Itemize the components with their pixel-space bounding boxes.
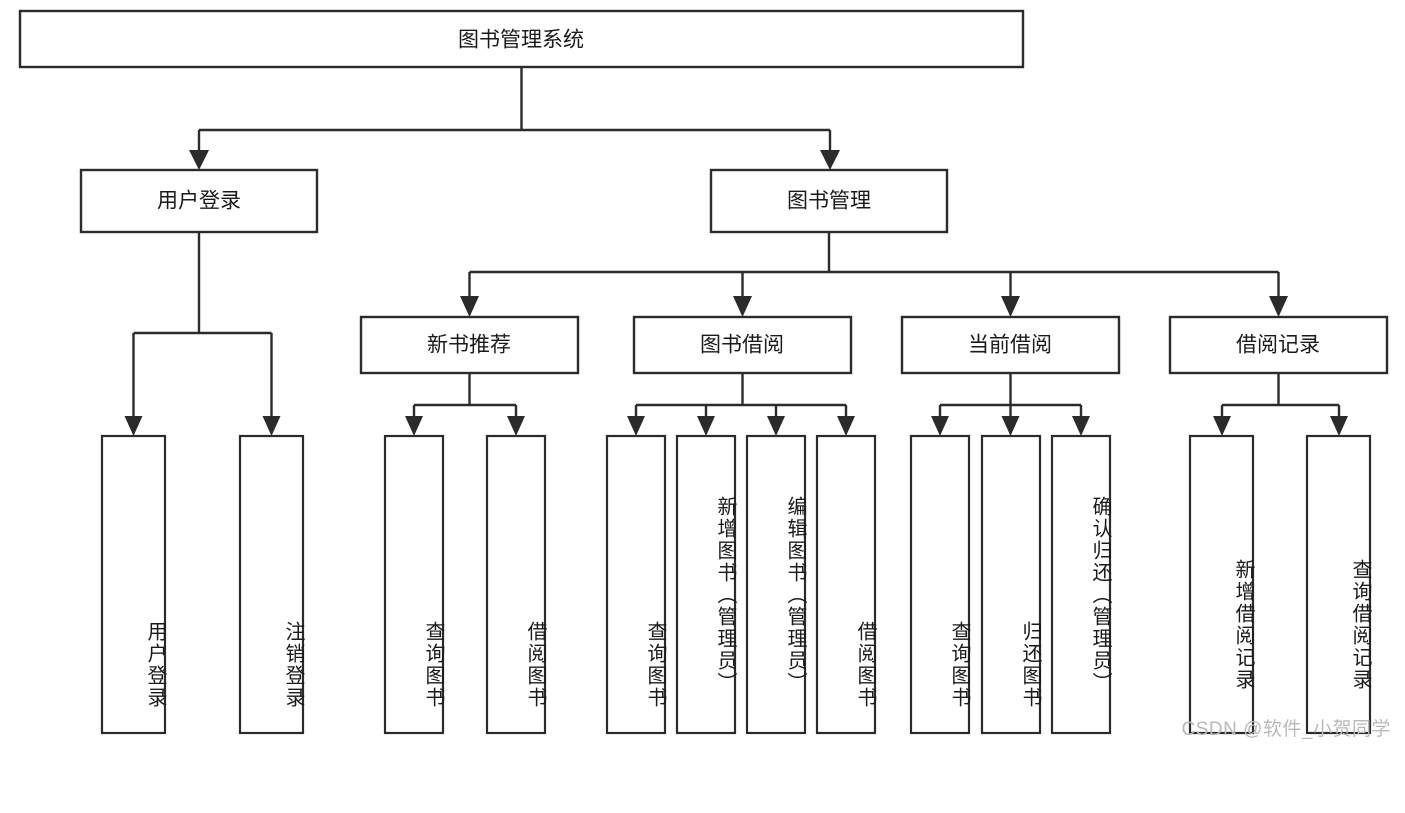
arrowhead-leaf-query-book-3	[931, 416, 949, 436]
hierarchy-diagram: 图书管理系统 用户登录 图书管理 新书推荐 图书借阅 当前借阅 借阅记录	[18, 9, 1391, 740]
node-book-management[interactable]: 图书管理	[709, 168, 949, 234]
leaf-box-return-book[interactable]	[980, 434, 1042, 735]
arrowhead-leaf-borrow-book-1	[507, 416, 525, 436]
arrowhead-leaf-edit-book	[767, 416, 785, 436]
arrowhead-book-management	[820, 150, 840, 170]
leaf-box-add-book[interactable]	[675, 434, 737, 735]
node-label-book-borrow: 图书借阅	[700, 334, 784, 357]
node-label-borrow-record: 借阅记录	[1236, 334, 1320, 357]
leaf-box-borrow-book-2[interactable]	[815, 434, 877, 735]
node-box-new-book-recommend[interactable]	[359, 315, 580, 375]
node-box-user-login[interactable]	[79, 168, 319, 234]
leaf-box-query-book-1[interactable]	[383, 434, 445, 735]
node-user-login[interactable]: 用户登录	[79, 168, 319, 234]
tree-structure-svg: 图书管理系统 用户登录 图书管理 新书推荐 图书借阅 当前借阅 借阅记录	[18, 9, 1389, 735]
leaf-box-logout-login[interactable]	[238, 434, 305, 735]
node-label-current-borrow: 当前借阅	[968, 334, 1052, 357]
arrowhead-user-login	[189, 150, 209, 170]
node-book-borrow[interactable]: 图书借阅	[632, 315, 853, 375]
node-book-management-system[interactable]: 图书管理系统	[18, 9, 1025, 69]
arrowhead-leaf-confirm-return	[1072, 416, 1090, 436]
node-label-book-management: 图书管理	[787, 190, 871, 213]
csdn-watermark: CSDN @软件_小贺同学	[1181, 719, 1391, 740]
node-new-book-recommend[interactable]: 新书推荐	[359, 315, 580, 375]
arrowhead-leaf-query-book-2	[627, 416, 645, 436]
leaf-box-query-book-3[interactable]	[909, 434, 971, 735]
node-box-borrow-record[interactable]	[1168, 315, 1389, 375]
arrowhead-leaf-return-book	[1001, 416, 1020, 436]
leaf-box-add-record[interactable]	[1188, 434, 1255, 735]
arrowhead-leaf-add-record	[1213, 416, 1231, 436]
connector-group	[124, 67, 1348, 436]
arrowhead-leaf-borrow-book-2	[837, 416, 855, 436]
arrowhead-leaf-user-login	[124, 416, 143, 436]
leaf-box-edit-book[interactable]	[745, 434, 807, 735]
node-current-borrow[interactable]: 当前借阅	[900, 315, 1121, 375]
leaf-box-query-book-2[interactable]	[605, 434, 667, 735]
node-box-book-borrow[interactable]	[632, 315, 853, 375]
node-label-root: 图书管理系统	[458, 29, 584, 52]
arrowhead-borrow-record	[1269, 296, 1288, 317]
leaf-box-confirm-return[interactable]	[1050, 434, 1112, 735]
leaf-box-user-login[interactable]	[100, 434, 167, 735]
leaf-box-borrow-book-1[interactable]	[485, 434, 547, 735]
leaf-box-group	[100, 434, 1372, 735]
node-label-user-login: 用户登录	[157, 190, 241, 213]
node-box-current-borrow[interactable]	[900, 315, 1121, 375]
arrowhead-leaf-logout-login	[262, 416, 281, 436]
node-box-root[interactable]	[18, 9, 1025, 69]
leaf-box-query-record[interactable]	[1305, 434, 1372, 735]
arrowhead-leaf-query-book-1	[405, 416, 423, 436]
arrowhead-leaf-add-book	[697, 416, 715, 436]
node-box-book-management[interactable]	[709, 168, 949, 234]
arrowhead-book-borrow	[733, 296, 752, 317]
arrowhead-new-book-recommend	[460, 296, 479, 317]
arrowhead-current-borrow	[1001, 296, 1020, 317]
node-borrow-record[interactable]: 借阅记录	[1168, 315, 1389, 375]
arrowhead-leaf-query-record	[1330, 416, 1348, 436]
node-label-new-book-recommend: 新书推荐	[427, 334, 511, 357]
